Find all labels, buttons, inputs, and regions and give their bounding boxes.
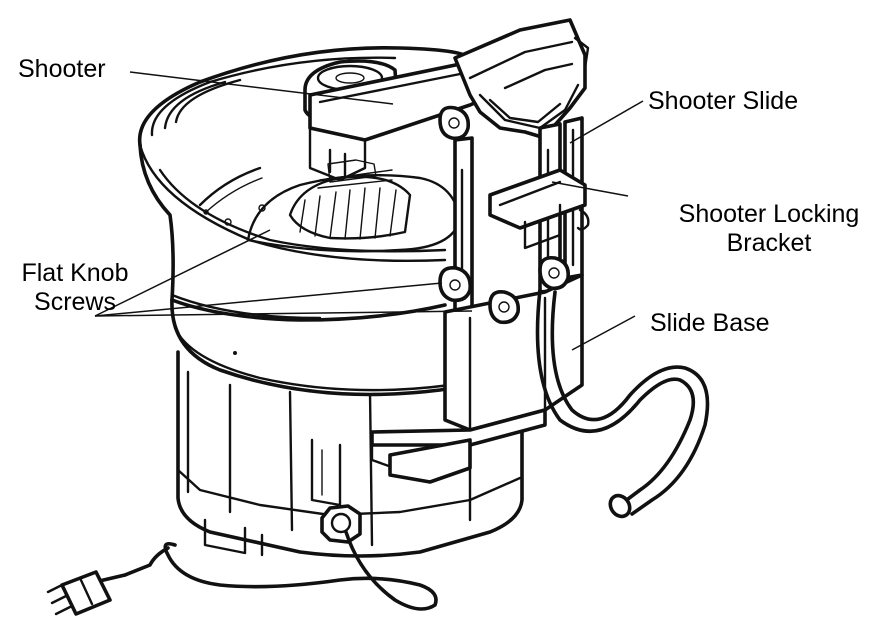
leader-flat-knob-1: [94, 229, 271, 317]
flat-knob-screws: [438, 255, 571, 325]
locking-bracket: [488, 168, 587, 250]
leader-slide-base: [571, 315, 636, 351]
leader-shooter: [129, 71, 394, 105]
label-shooter-locking-bracket-line2: Bracket: [726, 229, 812, 257]
label-shooter: Shooter: [18, 55, 106, 83]
power-cord: [46, 504, 438, 616]
label-flat-knob-screws-line2: Screws: [34, 288, 116, 316]
label-shooter-slide: Shooter Slide: [648, 87, 799, 115]
label-flat-knob-screws-line1: Flat Knob: [21, 259, 129, 287]
label-shooter-locking-bracket: Shooter Locking Bracket: [660, 200, 878, 258]
label-flat-knob-screws: Flat Knob Screws: [0, 259, 150, 317]
label-shooter-locking-bracket-line1: Shooter Locking: [678, 200, 860, 228]
label-slide-base: Slide Base: [650, 309, 770, 337]
hose: [535, 288, 710, 519]
leader-locking-bracket: [551, 181, 629, 197]
base-housing: [176, 350, 524, 558]
leader-flat-knob-3: [94, 310, 473, 317]
leader-flat-knob-2: [94, 282, 443, 317]
leader-shooter-slide: [569, 100, 644, 144]
leader-lines: [94, 71, 644, 351]
